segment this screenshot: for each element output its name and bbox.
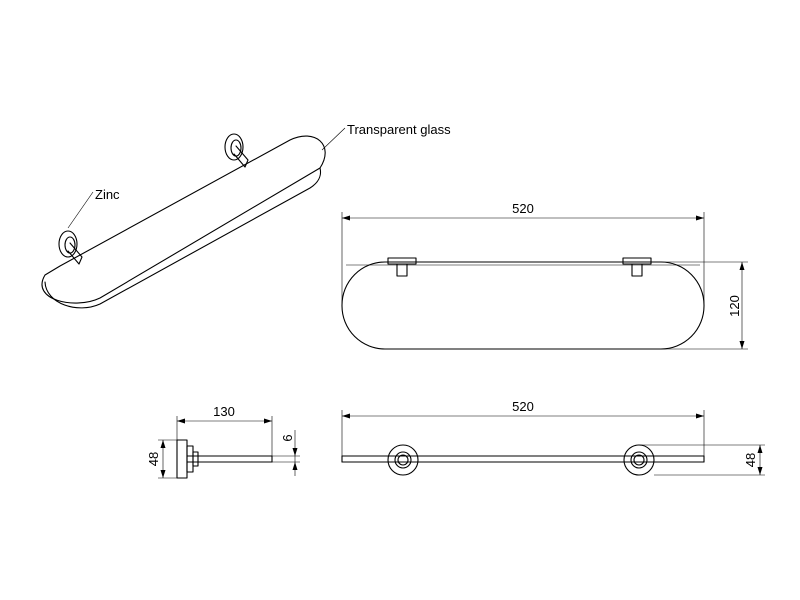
dim-text-front-height: 48 xyxy=(743,453,758,467)
leader-line-glass xyxy=(321,127,346,151)
dim-top-width xyxy=(341,212,705,305)
dim-text-top-depth: 120 xyxy=(727,295,742,317)
label-zinc: Zinc xyxy=(95,187,120,202)
top-bracket-right xyxy=(622,257,652,277)
side-wall-plate xyxy=(176,439,188,479)
dim-text-glass-thickness: 6 xyxy=(280,434,295,441)
dim-side-height xyxy=(158,439,177,479)
dim-text-side-height: 48 xyxy=(146,452,161,466)
top-view: 520 120 xyxy=(341,201,748,350)
dim-front-height xyxy=(639,444,765,476)
dim-text-front-width: 520 xyxy=(512,399,534,414)
dim-text-side-depth: 130 xyxy=(213,404,235,419)
iso-bracket-right xyxy=(224,133,249,168)
dim-top-depth xyxy=(660,261,748,350)
dim-front-width xyxy=(341,410,705,456)
isometric-view: Transparent glass Zinc xyxy=(41,122,451,309)
dim-glass-thickness xyxy=(272,430,300,476)
iso-bracket-left xyxy=(58,230,83,265)
iso-glass-outline xyxy=(41,135,326,304)
side-view: 130 48 6 xyxy=(146,404,300,479)
leader-line-zinc xyxy=(67,191,94,229)
front-bracket-left xyxy=(387,444,419,476)
front-bracket-right xyxy=(623,444,655,476)
front-view: 520 48 xyxy=(341,399,765,476)
label-transparent-glass: Transparent glass xyxy=(347,122,451,137)
top-glass-outline xyxy=(341,261,705,350)
dim-side-depth xyxy=(176,416,273,456)
dim-text-top-width: 520 xyxy=(512,201,534,216)
top-bracket-left xyxy=(387,257,417,277)
iso-glass-edge xyxy=(44,167,322,309)
